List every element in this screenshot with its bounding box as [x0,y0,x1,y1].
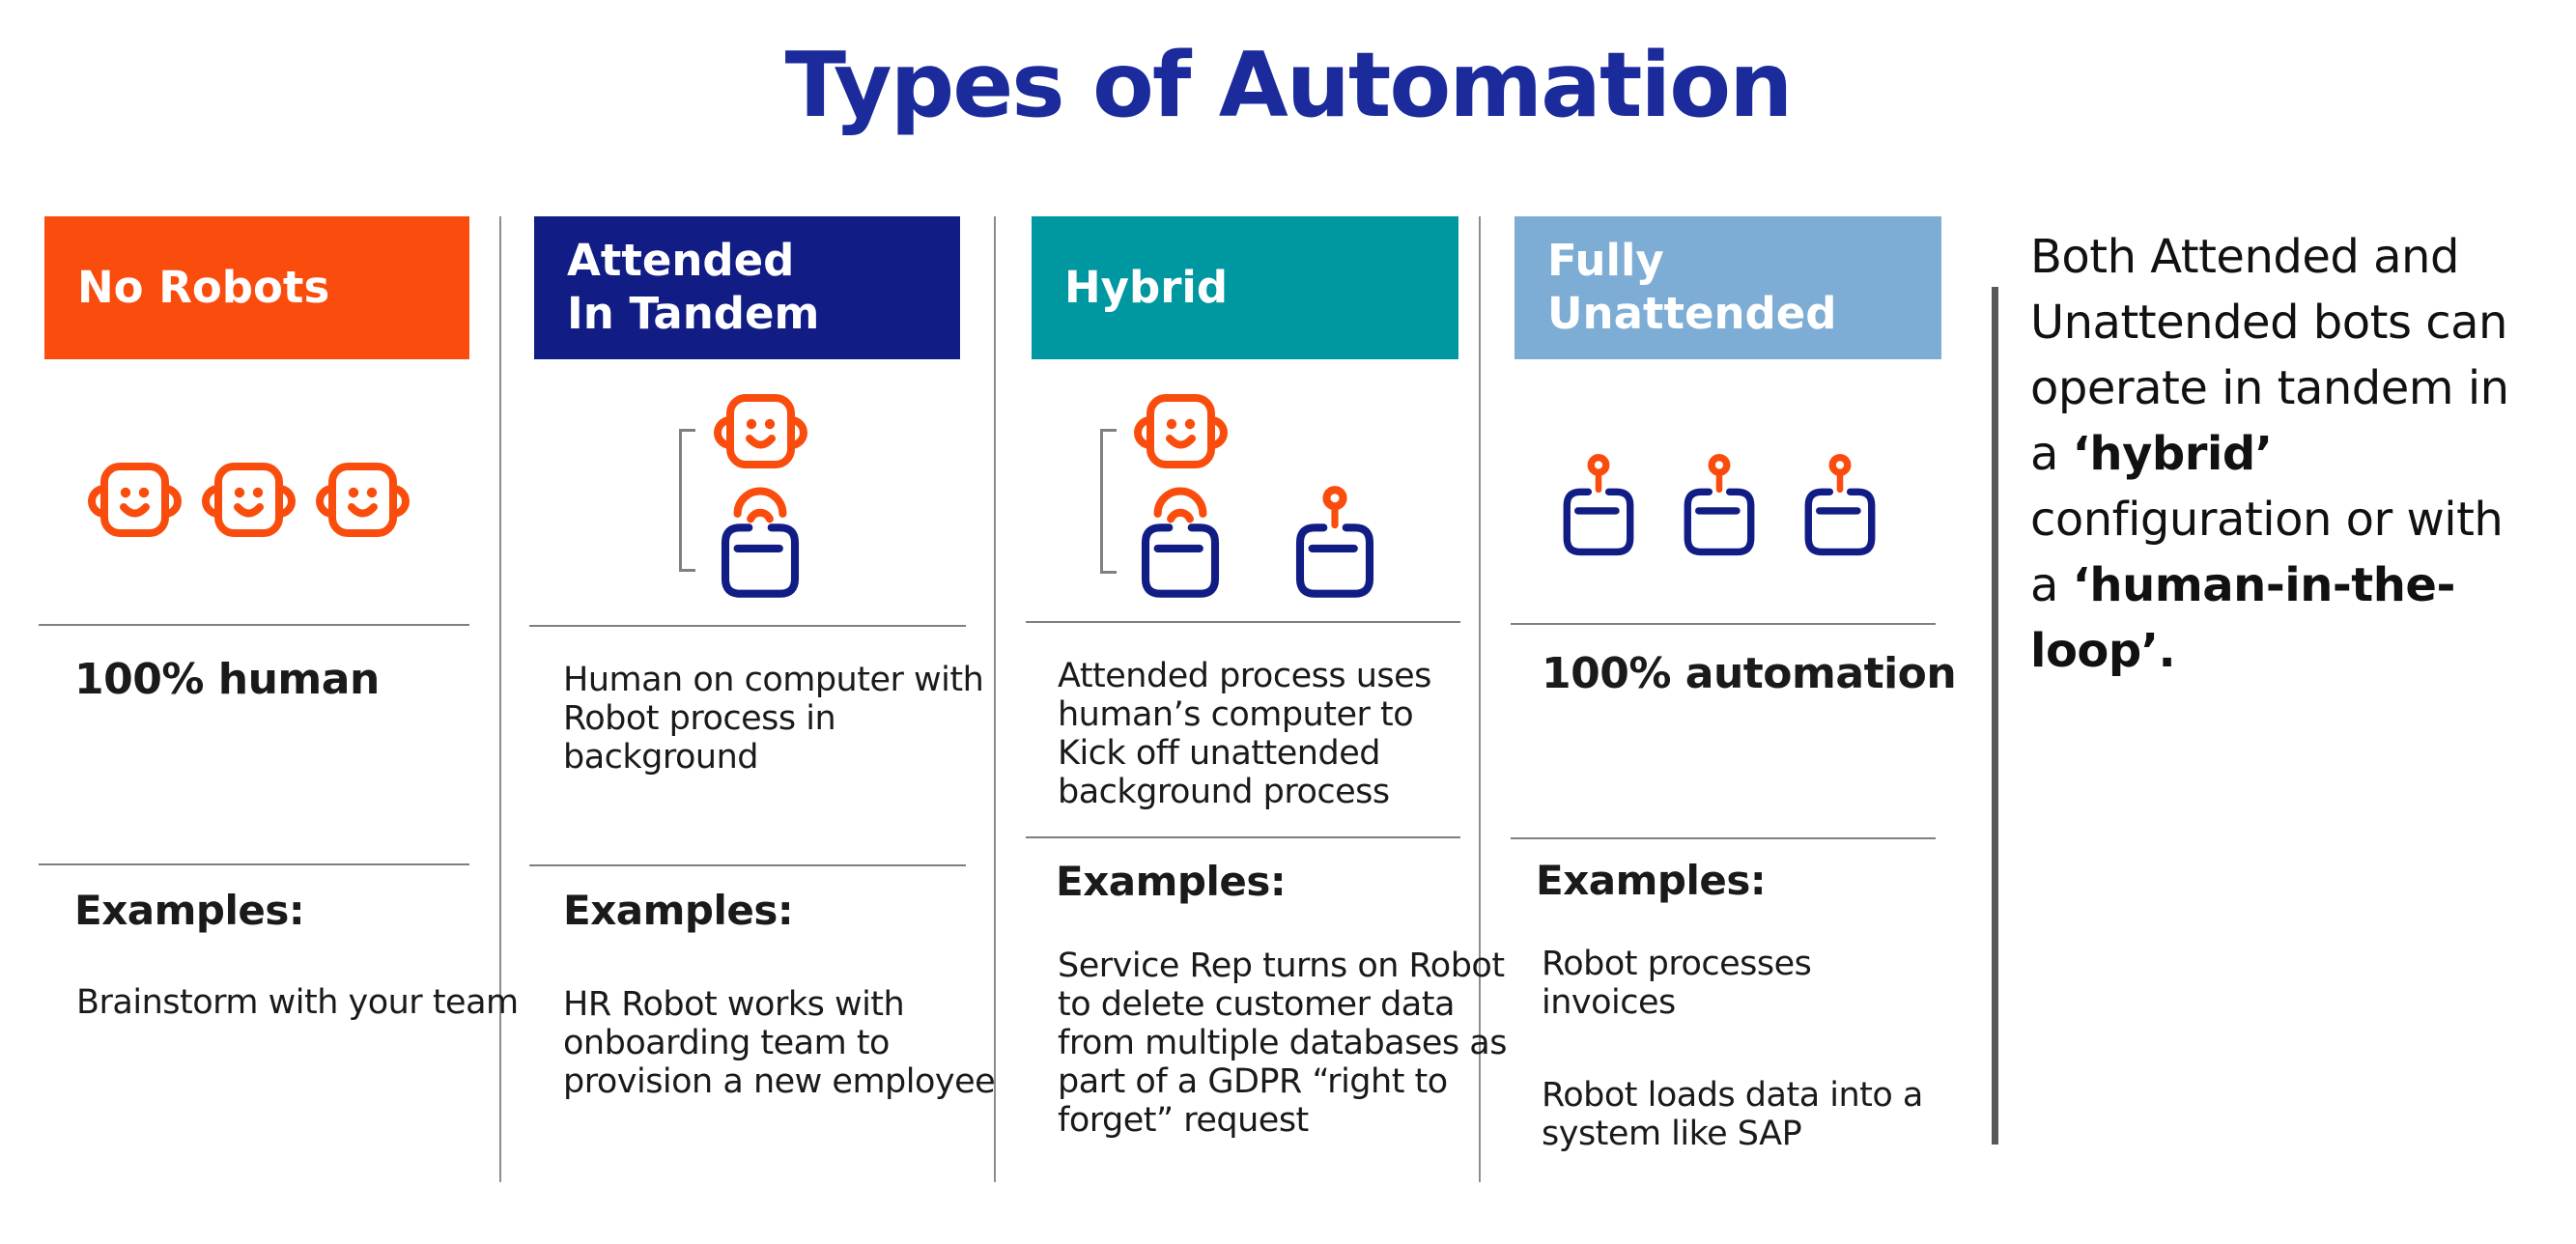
side-note-bar [1992,287,1998,1145]
note-line: configuration or with [2030,493,2504,547]
example-item: Brainstorm with your team [76,983,519,1022]
note-line: a [2030,427,2073,481]
human-icon [714,394,807,468]
wifi-signal-icon [1153,487,1207,523]
antenna-icon [1587,454,1610,494]
column-divider [1479,216,1481,1182]
human-icon [316,463,410,537]
description-hybrid: Attended process uses human’s computer t… [1058,657,1431,811]
section-divider [1511,623,1936,625]
robot-with-signal-icon [1141,487,1220,598]
header-label: Hybrid [1064,261,1229,313]
examples-label: Examples: [563,887,794,934]
header-no-robots: No Robots [44,216,469,359]
column-divider [499,216,501,1182]
example-item: HR Robot works with onboarding team to p… [563,985,996,1101]
header-hybrid: Hybrid [1032,216,1458,359]
human-icon [88,463,182,537]
note-bold-hybrid: ‘hybrid’ [2072,427,2273,481]
section-divider [1026,621,1460,623]
examples-label: Examples: [1536,857,1767,904]
antenna-icon [1708,454,1731,494]
header-label: Attended In Tandem [567,235,820,339]
header-label: Fully Unattended [1547,235,1837,339]
header-fully-unattended: Fully Unattended [1514,216,1941,359]
description-attended: Human on computer with Robot process in … [563,661,984,777]
example-item: Robot processes invoices [1542,945,1812,1022]
section-divider [529,625,966,627]
section-divider [529,864,966,866]
examples-label: Examples: [74,887,305,934]
bracket-connector [679,429,695,572]
examples-no-robots: Brainstorm with your team [76,945,540,1076]
header-attended-in-tandem: Attended In Tandem [534,216,960,359]
section-divider [1026,836,1460,838]
note-bold-human-in-the-loop: ‘human-in-the- [2072,558,2456,612]
unattended-robot-icon [1684,454,1755,556]
unattended-robot-icon [1295,486,1374,598]
human-icon [202,463,296,537]
example-item: Robot loads data into a system like SAP [1542,1076,1923,1153]
note-line: Unattended bots can [2030,296,2507,350]
note-line: a [2030,558,2073,612]
examples-label: Examples: [1056,858,1287,905]
examples-attended: HR Robot works with onboarding team to p… [563,947,1027,1155]
unattended-robot-icon [1563,454,1634,556]
section-divider [39,624,469,626]
examples-hybrid: Service Rep turns on Robot to delete cus… [1058,908,1521,1194]
unattended-robot-icon [1804,454,1876,556]
page-title: Types of Automation [784,33,1794,137]
note-line: operate in tandem in [2030,361,2509,415]
section-divider [1511,837,1936,839]
note-line: Both Attended and [2030,230,2459,284]
example-item: Service Rep turns on Robot to delete cus… [1058,947,1507,1140]
antenna-icon [1828,454,1852,494]
column-divider [994,216,996,1182]
human-icon [1134,394,1228,468]
antenna-icon [1322,486,1347,529]
robot-with-signal-icon [721,487,800,598]
summary-no-robots: 100% human [74,655,380,704]
section-divider [39,863,469,865]
side-note-text: Both Attended and Unattended bots can op… [2030,224,2576,684]
examples-fully-unattended: Robot processes invoices Robot loads dat… [1542,906,2005,1207]
bracket-connector [1100,429,1117,574]
header-label: No Robots [77,261,330,313]
summary-fully-unattended: 100% automation [1542,649,1957,698]
note-bold-loop: loop’. [2030,624,2176,678]
wifi-signal-icon [733,487,787,523]
